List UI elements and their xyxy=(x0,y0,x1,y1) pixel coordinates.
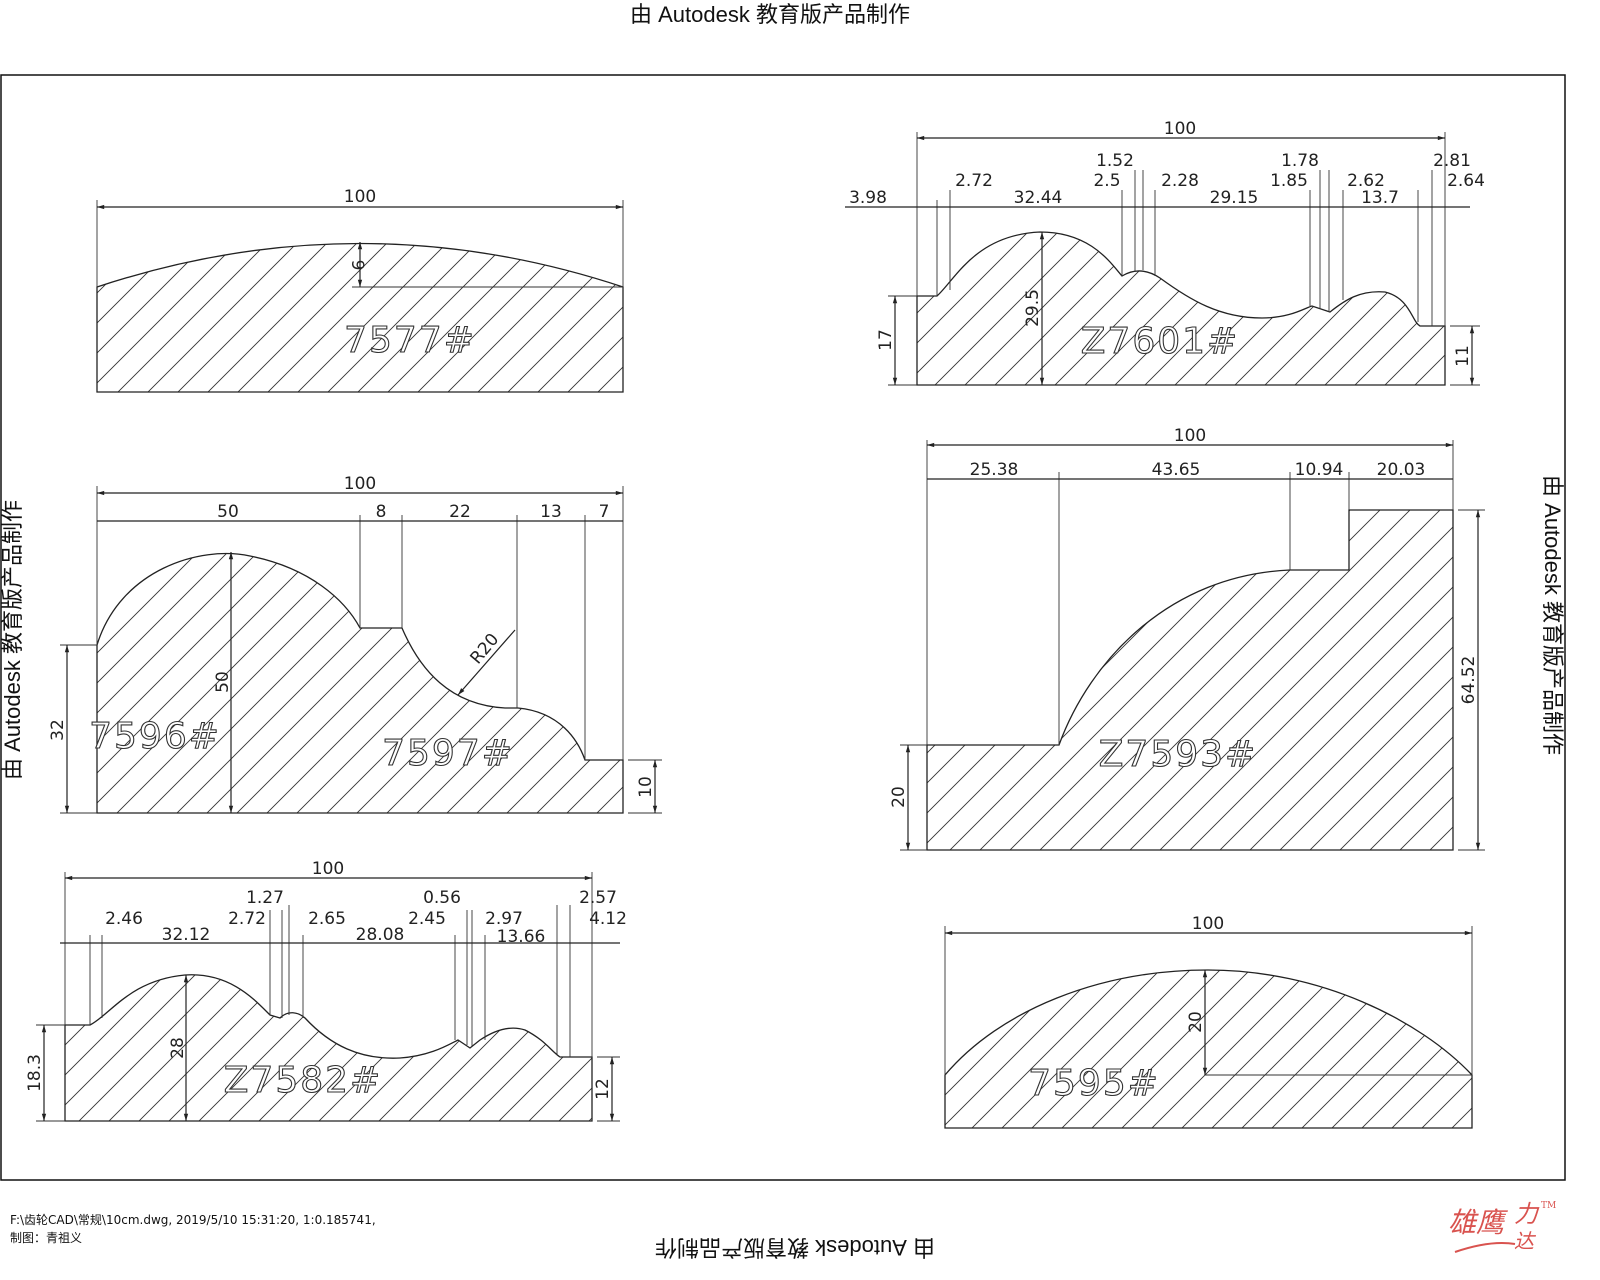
dim-seg: 1.78 xyxy=(1281,151,1319,171)
profile-label-right: 7597# xyxy=(382,733,514,774)
dim-seg: 2.72 xyxy=(955,171,993,191)
dim-seg: 32.12 xyxy=(162,925,211,945)
dim-seg: 13.7 xyxy=(1361,188,1399,208)
profile-Z7593: 100 25.38 43.65 10.94 20.03 20 64.52 Z75… xyxy=(889,426,1485,851)
profile-label: 7595# xyxy=(1028,1063,1160,1104)
logo-text-da: 达 xyxy=(1514,1229,1537,1253)
profile-label: Z7593# xyxy=(1099,734,1257,775)
brand-logo: 雄鹰 力 达 TM xyxy=(1448,1200,1556,1253)
dim-seg: 2.45 xyxy=(408,909,446,929)
dim-height: 29.5 xyxy=(1023,289,1043,327)
dim-seg: 13 xyxy=(540,502,562,522)
dim-height: 50 xyxy=(213,671,233,693)
dim-seg: 2.72 xyxy=(228,909,266,929)
dim-seg: 2.5 xyxy=(1093,171,1120,191)
dim-height: 28 xyxy=(168,1037,188,1059)
dim-seg: 28.08 xyxy=(356,925,405,945)
dim-seg: 2.81 xyxy=(1433,151,1471,171)
watermark-right: 由 Autodesk 教育版产品制作 xyxy=(1540,475,1565,755)
dim-seg: 25.38 xyxy=(970,460,1019,480)
profile-7596-7597: 100 50 8 22 13 7 50 32 10 R20 7596# 7597… xyxy=(48,474,662,814)
profile-label-left: 7596# xyxy=(89,716,221,757)
dim-width: 100 xyxy=(1192,914,1224,934)
profile-label: Z7582# xyxy=(224,1060,382,1101)
dim-seg: 2.62 xyxy=(1347,171,1385,191)
dim-seg: 50 xyxy=(217,502,239,522)
footer-drafter: 制图：青祖义 xyxy=(10,1230,82,1245)
dim-seg: 2.46 xyxy=(105,909,143,929)
dim-right-height: 64.52 xyxy=(1459,656,1479,705)
dim-right-height: 11 xyxy=(1453,345,1473,367)
profile-label: Z7601# xyxy=(1081,321,1239,362)
sheet-border xyxy=(0,74,1566,1181)
dim-left-height: 17 xyxy=(876,329,896,351)
dim-right-height: 10 xyxy=(636,776,656,798)
profile-Z7601: 100 3.98 2.72 32.44 2.5 1.52 2.28 29.15 … xyxy=(845,119,1485,386)
dim-left-height: 18.3 xyxy=(25,1054,45,1092)
watermark-top: 由 Autodesk 教育版产品制作 xyxy=(630,2,910,27)
dim-width: 100 xyxy=(1164,119,1196,139)
dim-seg: 29.15 xyxy=(1210,188,1259,208)
dim-seg: 2.97 xyxy=(485,909,523,929)
logo-text-main: 雄鹰 xyxy=(1448,1206,1508,1239)
dim-seg: 32.44 xyxy=(1014,188,1063,208)
profile-7595: 100 20 7595# xyxy=(944,914,1473,1129)
dim-seg: 20.03 xyxy=(1377,460,1426,480)
dim-seg: 13.66 xyxy=(497,927,546,947)
dim-seg: 8 xyxy=(376,502,387,522)
footer-file-path: F:\齿轮CAD\常规\10cm.dwg, 2019/5/10 15:31:20… xyxy=(10,1212,376,1227)
dim-seg: 3.98 xyxy=(849,188,887,208)
profile-label: 7577# xyxy=(344,320,476,361)
watermark-bottom: 由 Autodesk 教育版产品制作 xyxy=(655,1235,935,1260)
dim-width: 100 xyxy=(344,474,376,494)
dim-left-height: 20 xyxy=(889,786,909,808)
logo-trademark: TM xyxy=(1541,1201,1556,1211)
watermark-left: 由 Autodesk 教育版产品制作 xyxy=(0,500,25,780)
dim-seg: 10.94 xyxy=(1295,460,1344,480)
dim-width: 100 xyxy=(344,187,376,207)
dim-seg: 2.65 xyxy=(308,909,346,929)
dim-seg: 1.27 xyxy=(246,888,284,908)
dim-height: 20 xyxy=(1186,1011,1206,1033)
dim-seg: 22 xyxy=(449,502,471,522)
dim-seg: 7 xyxy=(599,502,610,522)
dim-seg: 2.28 xyxy=(1161,171,1199,191)
dim-width: 100 xyxy=(1174,426,1206,446)
dim-left-height: 32 xyxy=(48,719,68,741)
dim-seg: 2.64 xyxy=(1447,171,1485,191)
dim-width: 100 xyxy=(312,859,344,879)
dim-seg: 4.12 xyxy=(589,909,627,929)
profile-7577: 100 9 7577# xyxy=(96,187,624,393)
dim-seg: 1.52 xyxy=(1096,151,1134,171)
logo-text-li: 力 xyxy=(1514,1200,1540,1228)
dim-seg: 0.56 xyxy=(423,888,461,908)
dim-seg: 2.57 xyxy=(579,888,617,908)
profile-Z7582: 100 2.46 32.12 2.72 1.27 2.65 28.08 2.45… xyxy=(25,859,627,1122)
dim-height: 9 xyxy=(347,260,367,271)
dim-radius: R20 xyxy=(467,630,504,668)
dim-right-height: 12 xyxy=(593,1078,613,1100)
dim-seg: 1.85 xyxy=(1270,171,1308,191)
dim-seg: 43.65 xyxy=(1152,460,1201,480)
